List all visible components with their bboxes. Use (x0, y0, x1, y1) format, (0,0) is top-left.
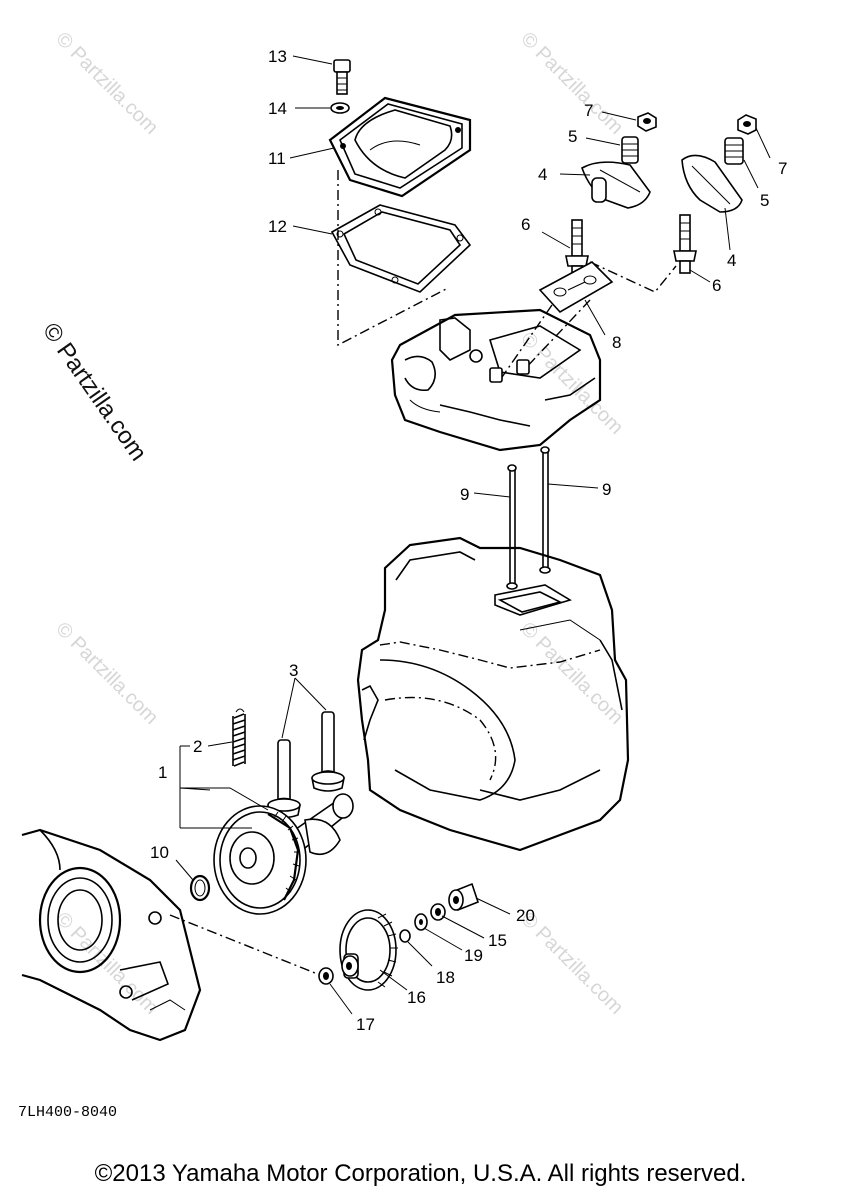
callout-4a: 4 (538, 165, 547, 184)
part-6-stud-left (565, 219, 589, 279)
watermark-dark: © Partzilla.com (37, 318, 152, 466)
part-20-collar (448, 882, 479, 912)
part-5-adjuster-left (621, 136, 639, 164)
callout-5a: 5 (568, 127, 577, 146)
part-4-rocker-arm-right (681, 154, 743, 213)
callout-12: 12 (268, 217, 287, 236)
callout-6b: 6 (712, 276, 721, 295)
alignment-line-cover-gear (169, 914, 321, 976)
watermark-2: © Partzilla.com (516, 28, 627, 139)
engine-block (356, 536, 630, 852)
part-11-valve-cover (328, 96, 472, 198)
callout-labels: 13 14 11 12 7 5 4 6 7 5 4 6 8 9 9 3 2 1 … (150, 47, 787, 1034)
callout-13: 13 (268, 47, 287, 66)
callout-15: 15 (488, 931, 507, 950)
leader-lines (175, 55, 771, 1015)
part-13-bolt (333, 59, 351, 95)
part-2-valve-spring (232, 708, 246, 767)
callout-6a: 6 (521, 215, 530, 234)
alignment-line-studs (589, 261, 677, 293)
callout-14: 14 (268, 99, 287, 118)
watermark-6: © Partzilla.com (51, 908, 162, 1019)
callout-17: 17 (356, 1015, 375, 1034)
part-12-gasket (330, 204, 472, 293)
alignment-line-cover (337, 170, 449, 347)
callout-5b: 5 (760, 191, 769, 210)
copyright-notice: ©2013 Yamaha Motor Corporation, U.S.A. A… (94, 1160, 747, 1187)
part-1-camshaft (213, 793, 354, 915)
callout-7b: 7 (778, 159, 787, 178)
diagram-code: 7LH400-8040 (18, 1104, 118, 1121)
callout-9a: 9 (460, 485, 469, 504)
part-8-guide-plate (538, 261, 614, 314)
callout-4b: 4 (727, 251, 736, 270)
watermark-4: © Partzilla.com (51, 618, 162, 729)
callout-20: 20 (516, 906, 535, 925)
part-6-stud-right (673, 214, 697, 274)
part-14-washer (330, 102, 350, 114)
watermark-1: © Partzilla.com (51, 28, 162, 139)
callout-8: 8 (612, 333, 621, 352)
part-19-washer (414, 913, 428, 931)
part-16-governor-gear (339, 909, 398, 991)
part-3-tappet-right (311, 711, 345, 792)
crankcase-cover (21, 828, 202, 1042)
callout-9b: 9 (602, 480, 611, 499)
callout-10: 10 (150, 843, 169, 862)
callout-16: 16 (407, 988, 426, 1007)
part-7-nut-right (737, 114, 757, 135)
callout-7a: 7 (584, 101, 593, 120)
callout-18: 18 (436, 968, 455, 987)
cylinder-head (390, 308, 602, 452)
callout-11: 11 (268, 149, 286, 168)
watermark-5: © Partzilla.com (516, 618, 627, 729)
part-15-washer (430, 903, 446, 921)
part-18-clip (399, 929, 411, 943)
part-17-washer (318, 967, 334, 985)
part-4-rocker-arm-left (581, 161, 651, 209)
callout-1: 1 (158, 763, 167, 782)
part-9-push-rods (506, 446, 551, 590)
callout-3: 3 (289, 661, 298, 680)
part-5-adjuster-right (724, 137, 744, 165)
part-10-o-ring (189, 874, 211, 902)
part-7-nut-left (637, 112, 657, 132)
part-3-tappet-left (267, 739, 301, 819)
callout-2: 2 (193, 737, 202, 756)
callout-19: 19 (464, 946, 483, 965)
